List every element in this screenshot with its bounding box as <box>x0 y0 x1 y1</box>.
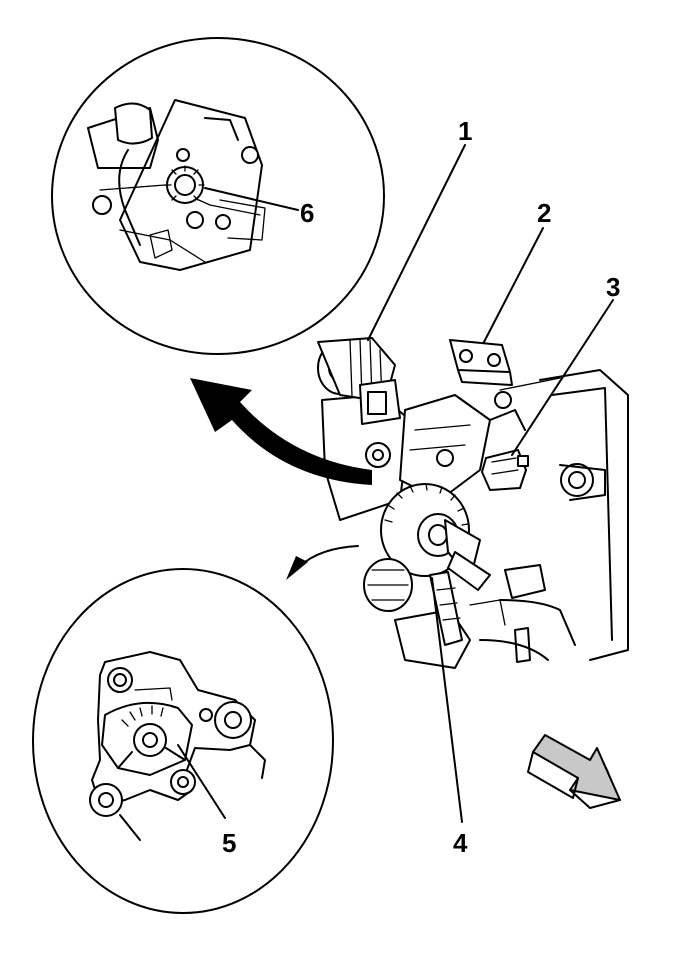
leader-2 <box>483 227 544 343</box>
callout-1: 1 <box>458 116 472 146</box>
actuator-gear-1 <box>317 337 401 425</box>
detail-circle-bottom <box>32 568 334 914</box>
main-assembly <box>317 337 629 669</box>
bracket-2 <box>449 339 513 386</box>
callout-3: 3 <box>606 272 620 302</box>
leader-3 <box>511 299 614 456</box>
leader-6 <box>204 187 299 211</box>
view-direction-arrow-icon <box>527 734 621 809</box>
detail-circle-top <box>51 37 385 355</box>
callout-4: 4 <box>453 828 468 858</box>
small-arrow-head <box>286 556 308 580</box>
small-curved-arrow <box>299 545 359 567</box>
callout-2: 2 <box>537 198 551 228</box>
curved-pointer-arrow-icon <box>190 378 372 485</box>
bottom-detail-sector-gear <box>101 701 193 776</box>
callout-6: 6 <box>300 198 314 228</box>
actuator-body <box>365 391 526 501</box>
leader-1 <box>367 144 466 341</box>
connector-3 <box>481 449 529 491</box>
callout-5: 5 <box>222 828 236 858</box>
drive-gear-4 <box>380 483 491 591</box>
leader-5 <box>177 744 226 819</box>
leader-4 <box>431 577 463 823</box>
top-detail-gear <box>165 165 205 204</box>
